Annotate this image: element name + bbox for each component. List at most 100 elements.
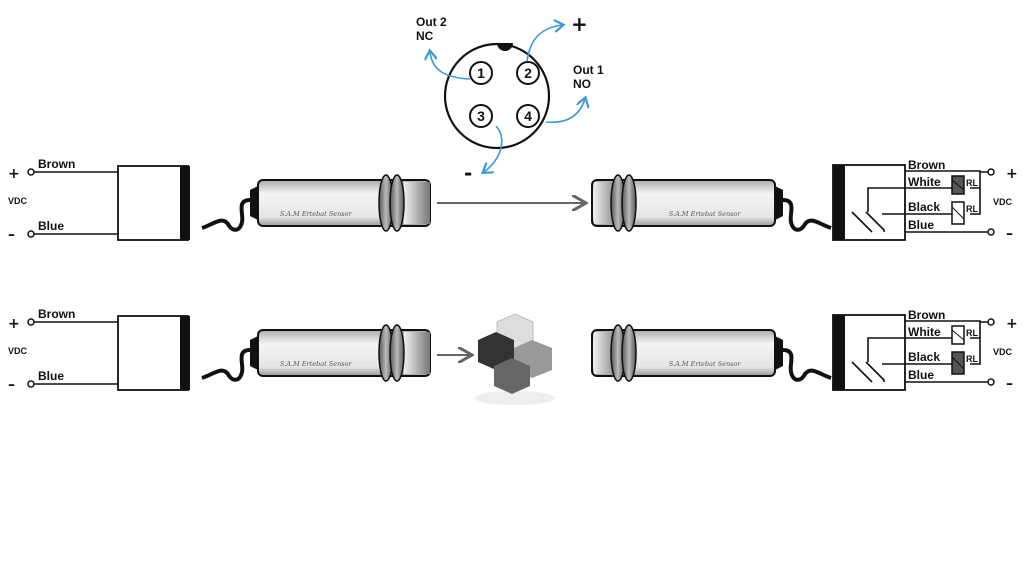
out1-label: Out 1 bbox=[573, 63, 604, 77]
brown-wire bbox=[905, 170, 988, 186]
sensor-cable bbox=[201, 198, 251, 232]
sensor-nut bbox=[389, 174, 405, 232]
black-wire bbox=[882, 186, 981, 215]
terminal bbox=[27, 380, 35, 388]
sensor-cable bbox=[201, 348, 251, 382]
terminal bbox=[27, 318, 35, 326]
sensor-cable bbox=[782, 198, 832, 232]
vdc-label: VDC bbox=[8, 346, 28, 356]
relay-coil-diagonal bbox=[951, 329, 965, 341]
sensor-cap bbox=[250, 186, 258, 220]
blue-wire-label: Blue bbox=[908, 368, 934, 382]
sensor-cap bbox=[775, 336, 783, 370]
switch-contacts bbox=[851, 361, 885, 383]
pin-3: 3 bbox=[469, 104, 493, 128]
pin-1: 1 bbox=[469, 61, 493, 85]
minus-terminal-label: – bbox=[1006, 226, 1013, 242]
sensor-nut bbox=[389, 324, 405, 382]
receiver-box-edge bbox=[833, 165, 845, 240]
blue-wire-label: Blue bbox=[38, 219, 64, 233]
transmitter-sensor: S.A.M Ertebat Sensor bbox=[201, 324, 431, 382]
sensor-nut bbox=[621, 174, 637, 232]
black-wire bbox=[882, 336, 981, 365]
pin2-arrow bbox=[526, 25, 562, 62]
plus-terminal-label: + bbox=[1006, 316, 1018, 332]
relay-label: RL bbox=[966, 328, 978, 338]
sensor-cable bbox=[782, 348, 832, 382]
minus-terminal-label: – bbox=[1006, 376, 1013, 392]
terminal bbox=[987, 168, 995, 176]
pin-2: 2 bbox=[516, 61, 540, 85]
pin1-arrow bbox=[430, 52, 471, 80]
brown-wire-label: Brown bbox=[908, 308, 945, 322]
brown-wire bbox=[905, 320, 988, 336]
plus-label: + bbox=[571, 12, 588, 36]
relay-label: RL bbox=[966, 354, 978, 364]
terminal bbox=[987, 318, 995, 326]
sensor-cap bbox=[775, 186, 783, 220]
cube bbox=[478, 332, 514, 370]
sensor-brand-label: S.A.M Ertebat Sensor bbox=[669, 210, 742, 218]
black-wire-label: Black bbox=[908, 200, 940, 214]
white-wire-label: White bbox=[908, 175, 941, 189]
obstacle-cubes-icon bbox=[475, 313, 555, 405]
minus-label: - bbox=[464, 161, 472, 185]
plus-terminal-label: + bbox=[8, 166, 20, 182]
brown-wire-label: Brown bbox=[38, 157, 75, 171]
terminal bbox=[27, 230, 35, 238]
receiver-box-edge bbox=[833, 315, 845, 390]
connector-key-notch bbox=[497, 43, 513, 51]
relay-coil-diagonal bbox=[951, 179, 965, 191]
cube-shadow bbox=[475, 391, 555, 405]
sensor-lens bbox=[404, 182, 430, 224]
blue-wire-label: Blue bbox=[38, 369, 64, 383]
terminal bbox=[987, 378, 995, 386]
svg-text:2: 2 bbox=[524, 65, 532, 81]
white-wire bbox=[867, 187, 980, 212]
svg-text:1: 1 bbox=[477, 65, 485, 81]
sensor-brand-label: S.A.M Ertebat Sensor bbox=[669, 360, 742, 368]
plus-terminal-label: + bbox=[1006, 166, 1018, 182]
emitter-box bbox=[117, 315, 189, 391]
connector-outline bbox=[443, 42, 551, 150]
pin4-arrow bbox=[545, 99, 585, 124]
sensor-brand-label: S.A.M Ertebat Sensor bbox=[280, 210, 353, 218]
vdc-label: VDC bbox=[993, 197, 1013, 207]
blue-wire-label: Blue bbox=[908, 218, 934, 232]
m12-connector: 1 2 3 4 Out 2 NC Out 1 NO + - bbox=[416, 12, 604, 185]
vdc-label: VDC bbox=[8, 196, 28, 206]
sensor-cap bbox=[250, 336, 258, 370]
pin3-arrow bbox=[484, 125, 503, 172]
terminal bbox=[27, 168, 35, 176]
transmitter-sensor: S.A.M Ertebat Sensor bbox=[201, 174, 431, 232]
minus-terminal-label: – bbox=[8, 377, 15, 393]
receiver-sensor: S.A.M Ertebat Sensor bbox=[591, 174, 832, 232]
svg-text:3: 3 bbox=[477, 108, 485, 124]
sensor-lens bbox=[404, 332, 430, 374]
black-wire-label: Black bbox=[908, 350, 940, 364]
emitter-box-edge bbox=[180, 316, 190, 390]
nc-label: NC bbox=[416, 29, 434, 43]
brown-wire-label: Brown bbox=[908, 158, 945, 172]
brown-wire-label: Brown bbox=[38, 307, 75, 321]
emitter-box-edge bbox=[180, 166, 190, 240]
terminal bbox=[987, 228, 995, 236]
switch-contacts bbox=[851, 211, 885, 233]
relay-coil-diagonal bbox=[951, 206, 965, 220]
sensor-brand-label: S.A.M Ertebat Sensor bbox=[280, 360, 353, 368]
vdc-label: VDC bbox=[993, 347, 1013, 357]
white-wire bbox=[867, 337, 980, 362]
minus-terminal-label: – bbox=[8, 227, 15, 243]
white-wire-label: White bbox=[908, 325, 941, 339]
receiver-sensor: S.A.M Ertebat Sensor bbox=[591, 324, 832, 382]
out2-label: Out 2 bbox=[416, 15, 447, 29]
pin-4: 4 bbox=[516, 104, 540, 128]
emitter-box bbox=[117, 165, 189, 241]
